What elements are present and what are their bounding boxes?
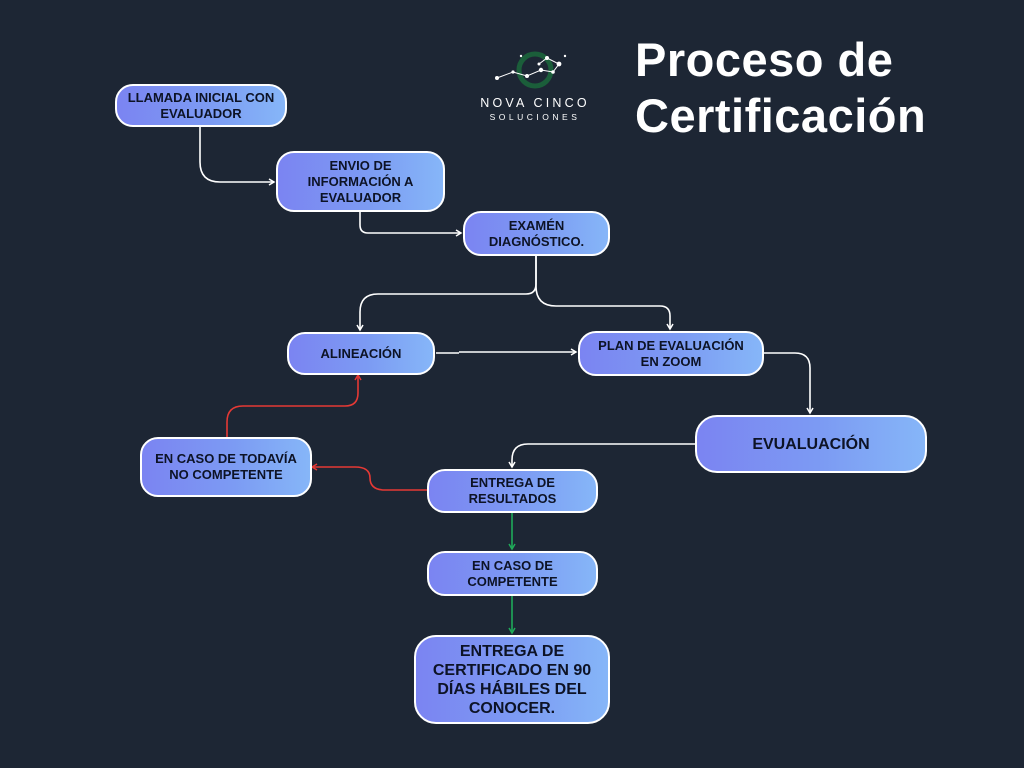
node-entrega-resultados-label: ENTREGA DE RESULTADOS xyxy=(468,475,557,506)
node-alineacion: ALINEACIÓN xyxy=(287,332,435,375)
arrow-envio-to-examen xyxy=(359,212,463,237)
arrow-examen-to-plan xyxy=(535,256,674,331)
logo-subtitle: SOLUCIONES xyxy=(489,112,581,122)
node-plan-evaluacion: PLAN DE EVALUACIÓN EN ZOOM xyxy=(578,331,764,376)
node-llamada-inicial: LLAMADA INICIAL CON EVALUADOR xyxy=(115,84,287,127)
node-examen-diagnostico: EXAMÉN DIAGNÓSTICO. xyxy=(463,211,610,256)
node-alineacion-label: ALINEACIÓN xyxy=(320,345,402,361)
node-evaluacion: EVUALUACIÓN xyxy=(695,415,927,473)
node-competente: EN CASO DE COMPETENTE xyxy=(427,551,598,596)
node-envio-informacion: ENVIO DE INFORMACIÓN A EVALUADOR xyxy=(276,151,445,212)
node-evaluacion-label: EVUALUACIÓN xyxy=(752,435,870,453)
node-llamada-inicial-label: LLAMADA INICIAL CON EVALUADOR xyxy=(127,89,275,121)
node-envio-informacion-label: ENVIO DE INFORMACIÓN A EVALUADOR xyxy=(307,157,414,205)
node-entrega-certificado: ENTREGA DE CERTIFICADO EN 90 DÍAS HÁBILE… xyxy=(414,635,610,724)
arrow-resultados-to-no-competente xyxy=(310,463,427,491)
arrow-plan-to-evaluacion xyxy=(764,352,814,415)
node-entrega-certificado-label: ENTREGA DE CERTIFICADO EN 90 DÍAS HÁBILE… xyxy=(432,642,592,717)
page-title: Proceso de Certificación xyxy=(635,32,926,144)
arrow-alineacion-to-plan xyxy=(436,352,576,353)
company-logo: NOVA CINCO SOLUCIONES xyxy=(455,48,615,130)
arrow-examen-to-alineacion xyxy=(356,256,537,332)
arrow-evaluacion-to-resultados xyxy=(508,443,695,469)
page-title-line-1: Proceso de xyxy=(635,33,894,86)
arrow-no-competente-to-alineacion xyxy=(226,373,362,437)
page-title-line-2: Certificación xyxy=(635,89,927,142)
node-plan-evaluacion-label: PLAN DE EVALUACIÓN EN ZOOM xyxy=(598,337,744,369)
constellation-logo-icon xyxy=(495,51,567,89)
node-no-competente-label: EN CASO DE TODAVÍA NO COMPETENTE xyxy=(155,451,297,482)
arrow-llamada-to-envio xyxy=(199,127,276,186)
node-competente-label: EN CASO DE COMPETENTE xyxy=(467,557,558,589)
node-examen-diagnostico-label: EXAMÉN DIAGNÓSTICO. xyxy=(488,217,585,249)
node-entrega-resultados: ENTREGA DE RESULTADOS xyxy=(427,469,598,513)
node-no-competente: EN CASO DE TODAVÍA NO COMPETENTE xyxy=(140,437,312,497)
logo-name: NOVA CINCO xyxy=(480,96,590,110)
